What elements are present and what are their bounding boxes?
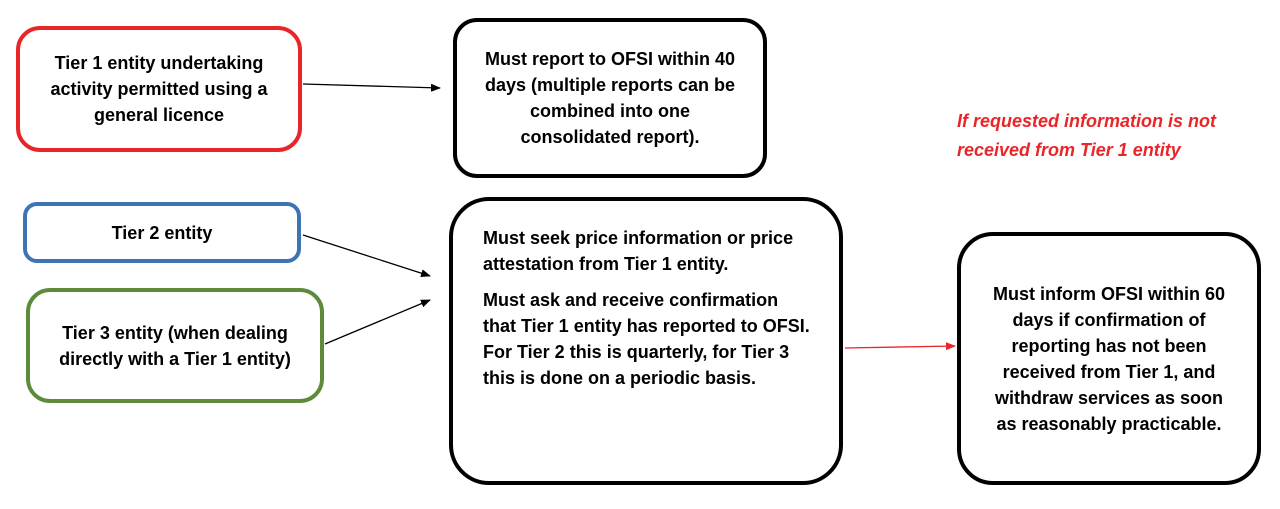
tier1-entity-text: Tier 1 entity undertaking activity permi… [50, 53, 268, 125]
tier2-entity-box: Tier 2 entity [23, 202, 301, 263]
report-to-ofsi-box: Must report to OFSI within 40 days (mult… [453, 18, 767, 178]
report-to-ofsi-text: Must report to OFSI within 40 days (mult… [484, 49, 736, 147]
inform-ofsi-text: Must inform OFSI within 60 days if confi… [992, 283, 1225, 434]
tier1-entity-box: Tier 1 entity undertaking activity permi… [16, 26, 302, 152]
arrow-tier2-to-seek [302, 234, 431, 278]
seek-price-info-text: Must seek price information or price att… [483, 228, 794, 274]
tier3-entity-box: Tier 3 entity (when dealing directly wit… [26, 288, 324, 403]
seek-price-info-box: Must seek price information or price att… [449, 197, 843, 485]
tier3-entity-text: Tier 3 entity (when dealing directly wit… [59, 322, 291, 369]
arrow-tier1-to-report [302, 83, 441, 92]
inform-ofsi-box: Must inform OFSI within 60 days if confi… [957, 232, 1261, 485]
arrow-seek-to-inform [844, 342, 956, 351]
arrow-tier3-to-seek [324, 299, 431, 345]
condition-note: If requested information is not received… [957, 111, 1217, 160]
tier2-entity-text: Tier 2 entity [111, 222, 213, 243]
confirm-reporting-text: Must ask and receive confirmation that T… [483, 290, 810, 388]
